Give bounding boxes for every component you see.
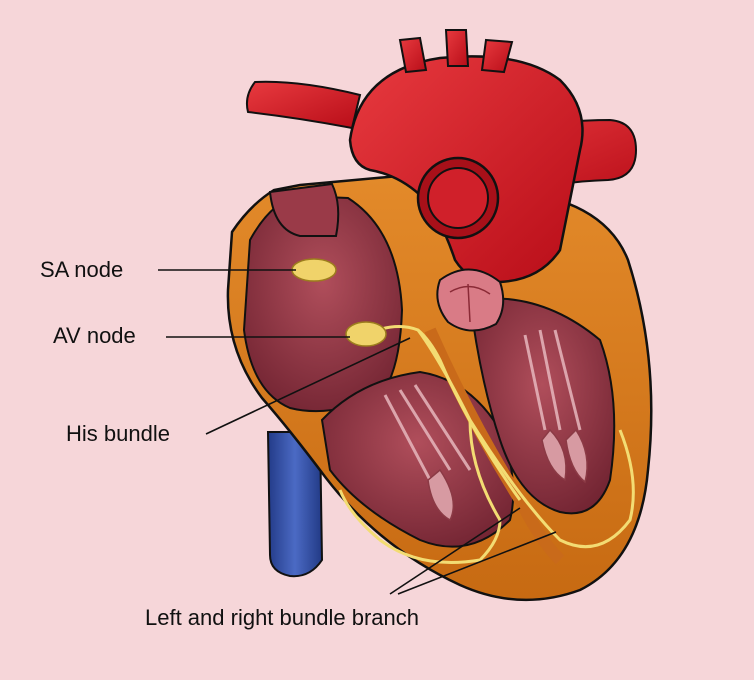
superior-vena-cava bbox=[268, 182, 340, 237]
sa-node bbox=[291, 258, 337, 282]
aortic-valve bbox=[436, 268, 505, 332]
aortic-arch-branches bbox=[398, 29, 514, 74]
sa-node-label: SA node bbox=[40, 257, 124, 282]
branch-leader-left bbox=[389, 507, 521, 595]
conduction-pathway bbox=[338, 325, 635, 564]
his-leader bbox=[205, 337, 411, 435]
branch-leader-right bbox=[397, 531, 557, 595]
aorta-left-branch bbox=[245, 80, 362, 130]
right-bundle-branch-line bbox=[338, 419, 502, 564]
papillary-muscles bbox=[427, 428, 588, 522]
av-node-label: AV node bbox=[53, 323, 136, 348]
left-bundle-branch-line bbox=[468, 419, 635, 549]
av-node bbox=[345, 321, 387, 347]
leader-lines bbox=[158, 269, 557, 595]
chordae-tendineae bbox=[383, 329, 582, 481]
bundle-branch-label: Left and right bundle branch bbox=[145, 605, 419, 630]
his-bundle-label: His bundle bbox=[66, 421, 170, 446]
inferior-vena-cava bbox=[266, 431, 324, 578]
